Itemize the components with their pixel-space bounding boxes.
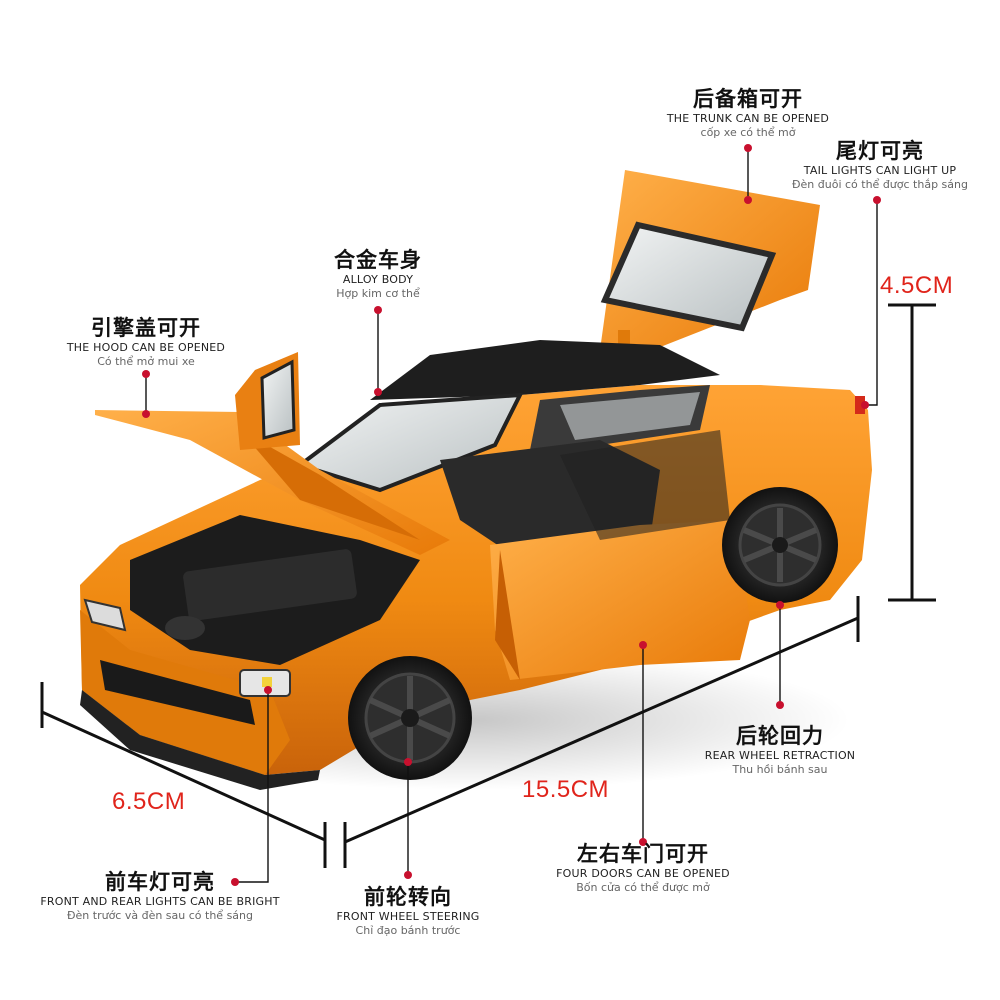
dot-front-lights [264, 686, 272, 694]
left-door-glass [260, 359, 296, 440]
headlight [83, 598, 127, 632]
callout-body: 合金车身 ALLOY BODY Hợp kim cơ thể [298, 247, 458, 300]
dot-trunk [744, 144, 752, 152]
callout-front-lights: 前车灯可亮 FRONT AND REAR LIGHTS CAN BE BRIGH… [30, 869, 290, 922]
taillights-zh: 尾灯可亮 [836, 139, 924, 163]
callout-front-wheel: 前轮转向 FRONT WHEEL STEERING Chỉ đạo bánh t… [328, 884, 488, 937]
rear-wheel-en: REAR WHEEL RETRACTION [704, 749, 856, 762]
tail-light [855, 396, 865, 414]
front-lights-vi: Đèn trước và đèn sau có thể sáng [67, 909, 253, 922]
callout-taillights: 尾灯可亮 TAIL LIGHTS CAN LIGHT UP Đèn đuôi c… [780, 138, 980, 191]
body-en: ALLOY BODY [342, 273, 414, 286]
rear-wheel-zh: 后轮回力 [736, 724, 824, 748]
callout-doors: 左右车门可开 FOUR DOORS CAN BE OPENED Bốn cửa … [538, 841, 748, 894]
hood-underside [240, 430, 420, 540]
front-lights-en: FRONT AND REAR LIGHTS CAN BE BRIGHT [40, 895, 280, 908]
length-line [344, 616, 859, 844]
trunk-vi: cốp xe có thể mở [700, 126, 796, 139]
trunk-glass [600, 221, 777, 332]
car-roof [370, 340, 720, 400]
dot-taillights-end [861, 401, 869, 409]
dot-body [374, 306, 382, 314]
length-dimension: 15.5CM [522, 776, 610, 803]
front-door-inner [495, 550, 520, 680]
windshield [295, 392, 524, 493]
headlight-lamp [262, 677, 272, 687]
dot-front-wheel-end [404, 871, 412, 879]
front-wheel-zh: 前轮转向 [364, 885, 452, 909]
doors-zh: 左右车门可开 [577, 842, 709, 866]
side-window-glass [560, 392, 700, 440]
hood-zh: 引擎盖可开 [91, 316, 201, 340]
dot-front-wheel [404, 758, 412, 766]
width-line [41, 710, 326, 842]
leader-taillights [865, 200, 878, 406]
front-lights-zh: 前车灯可亮 [105, 870, 215, 894]
height-dimension: 4.5CM [880, 272, 954, 299]
dot-trunk-end [744, 196, 752, 204]
taillights-en: TAIL LIGHTS CAN LIGHT UP [803, 164, 957, 177]
front-splitter [80, 690, 320, 790]
dot-front-lights-end [231, 878, 239, 886]
trunk-zh: 后备箱可开 [693, 87, 803, 111]
front-grille [100, 660, 255, 725]
engine-cap [165, 616, 205, 640]
front-wheel-en: FRONT WHEEL STEERING [336, 910, 480, 923]
dot-doors [639, 641, 647, 649]
dot-rear-wheel-end [776, 701, 784, 709]
engine-cover [183, 549, 357, 621]
doors-vi: Bốn cửa có thể được mở [576, 881, 710, 894]
rear-right-door [560, 430, 730, 540]
callout-trunk: 后备箱可开 THE TRUNK CAN BE OPENED cốp xe có … [638, 86, 858, 139]
callout-rear-wheel: 后轮回力 REAR WHEEL RETRACTION Thu hồi bánh … [690, 723, 870, 776]
dot-body-end [374, 388, 382, 396]
width-dimension: 6.5CM [112, 788, 186, 815]
hood-vi: Có thể mở mui xe [97, 355, 195, 368]
dot-taillights [873, 196, 881, 204]
body-zh: 合金车身 [334, 248, 422, 272]
body-vi: Hợp kim cơ thể [336, 287, 420, 300]
taillights-vi: Đèn đuôi có thể được thắp sáng [792, 178, 968, 191]
doors-en: FOUR DOORS CAN BE OPENED [556, 867, 730, 880]
front-wheel-vi: Chỉ đạo bánh trước [355, 924, 461, 937]
dot-rear-wheel [776, 601, 784, 609]
leader-front-lights [235, 690, 269, 883]
trunk-en: THE TRUNK CAN BE OPENED [666, 112, 830, 125]
dot-hood [142, 370, 150, 378]
rear-wheel-vi: Thu hồi bánh sau [732, 763, 828, 776]
hood-en: THE HOOD CAN BE OPENED [66, 341, 226, 354]
callout-hood: 引擎盖可开 THE HOOD CAN BE OPENED Có thể mở m… [46, 315, 246, 368]
dot-hood-end [142, 410, 150, 418]
front-door [490, 520, 750, 680]
dot-doors-end [639, 838, 647, 846]
